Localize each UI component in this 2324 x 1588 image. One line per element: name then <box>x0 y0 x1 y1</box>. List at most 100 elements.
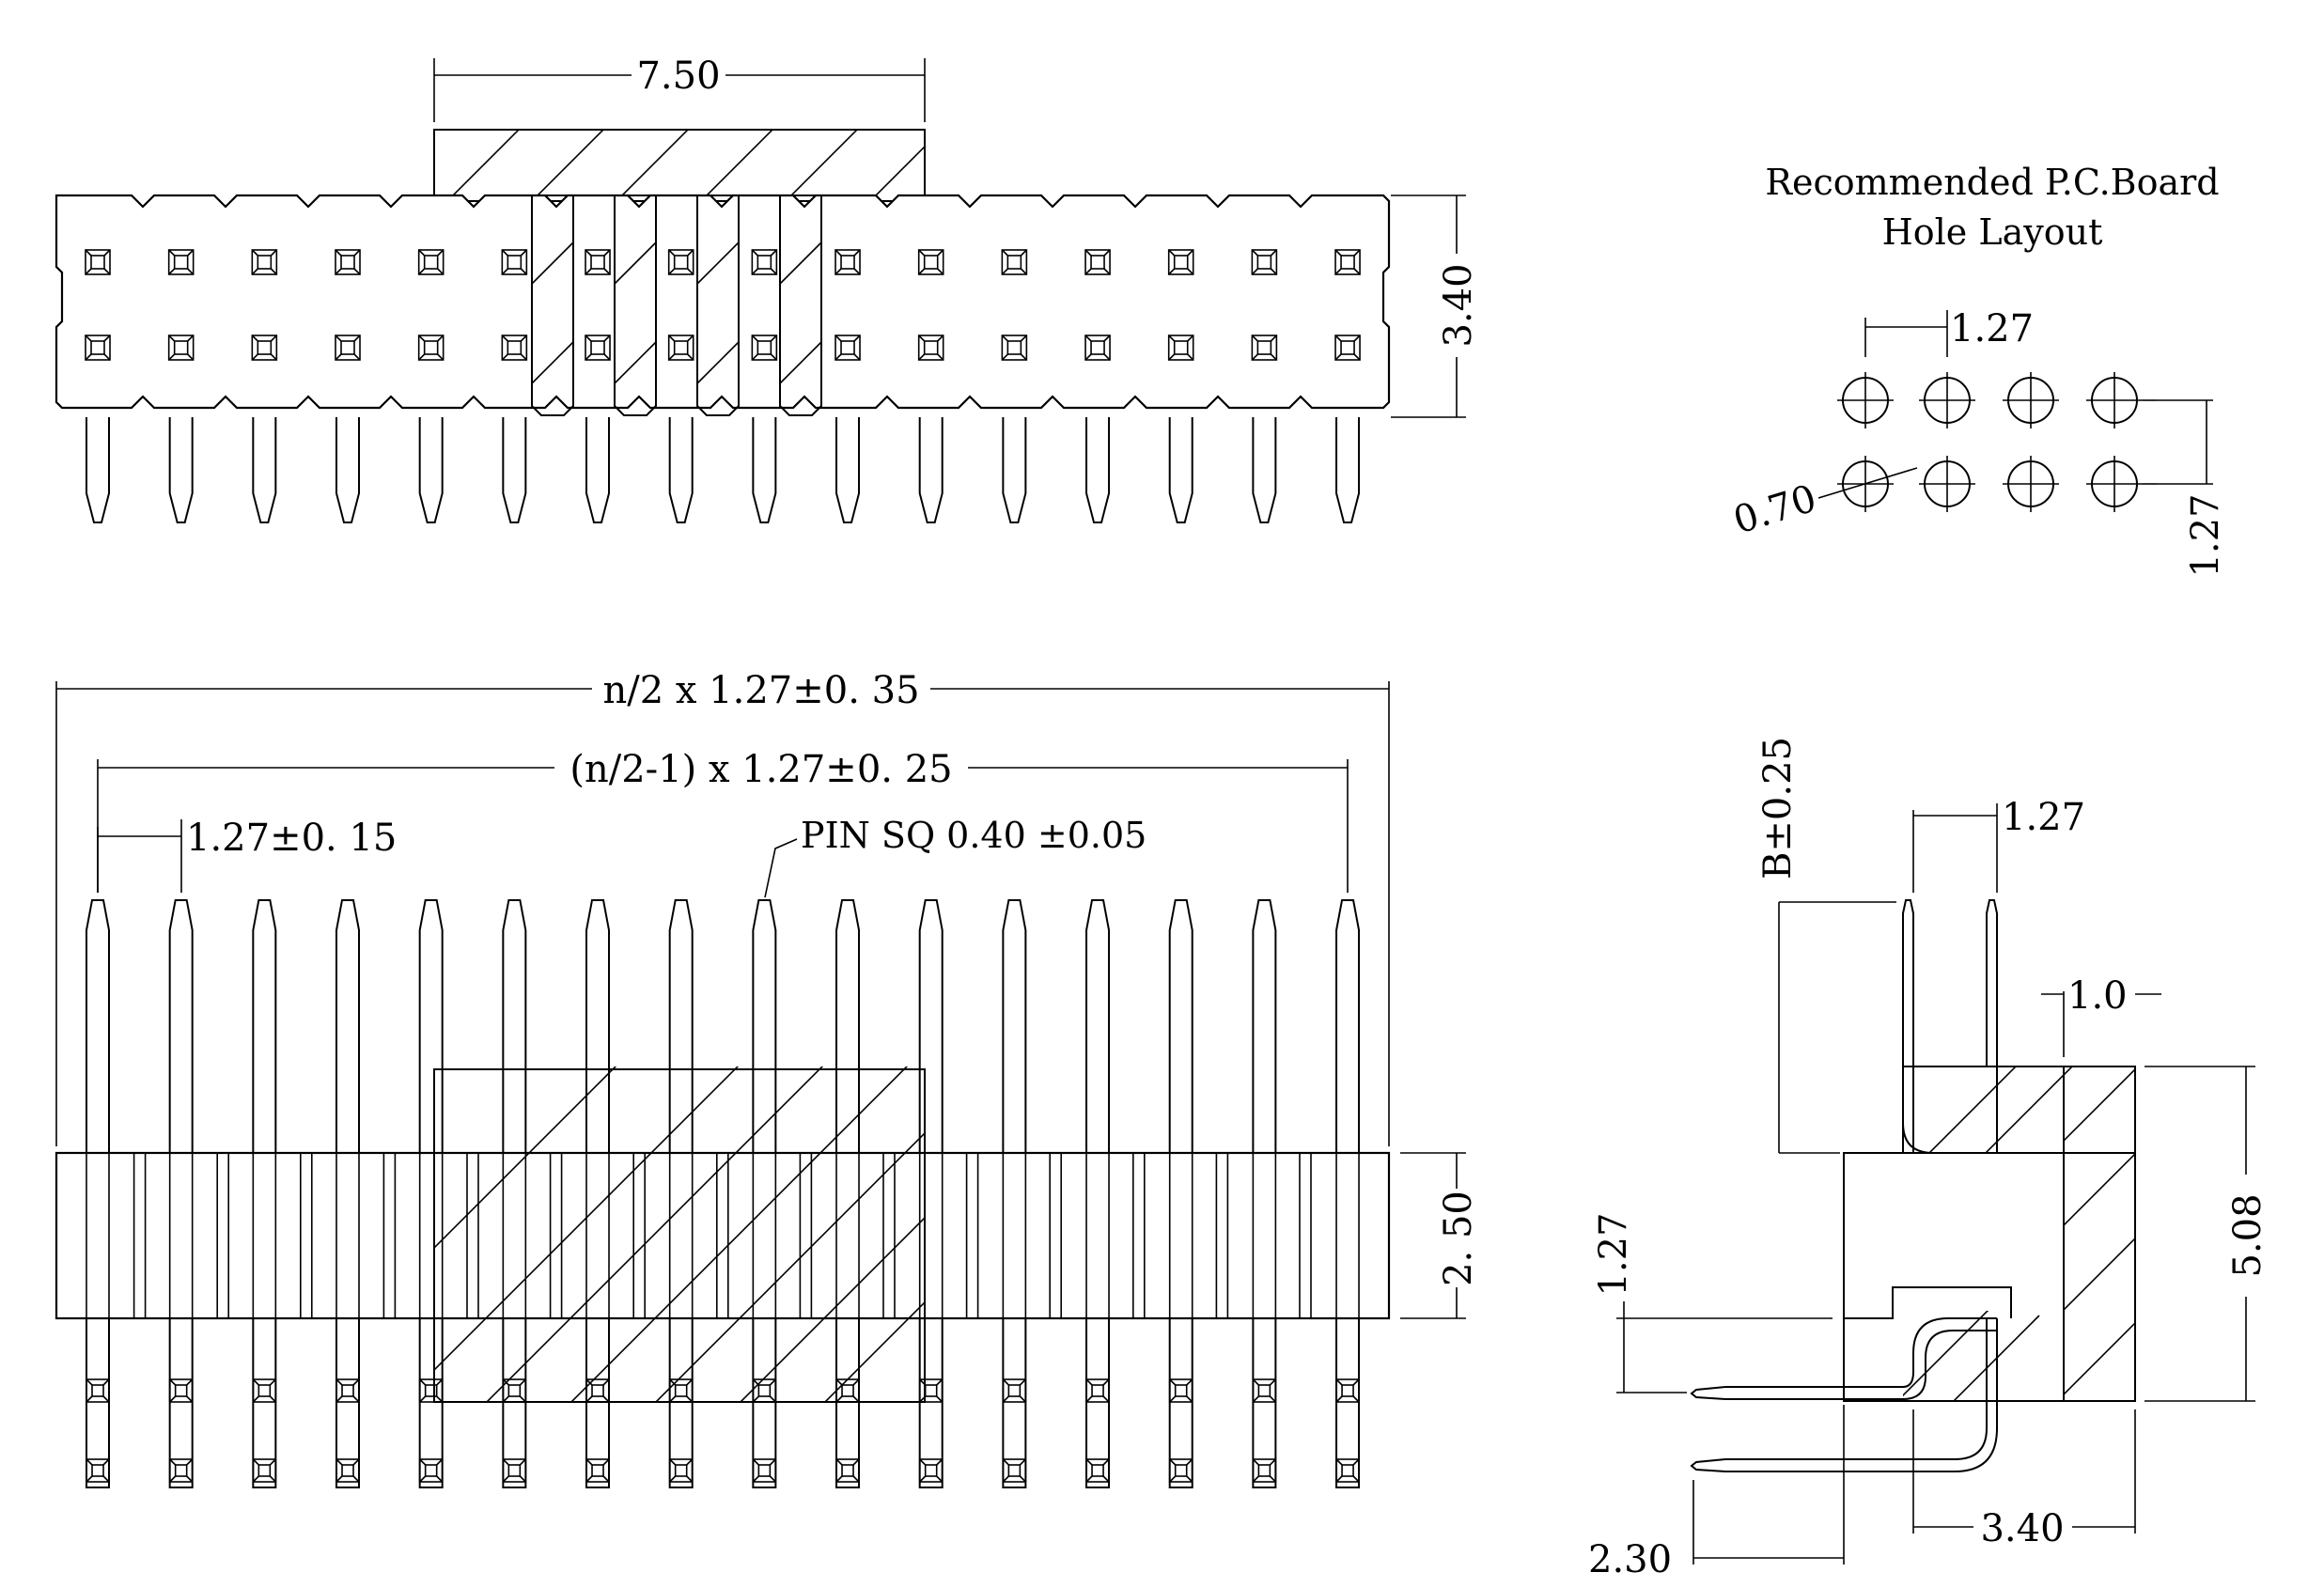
dim-pitch-front: 1.27±0. 15 <box>97 817 397 893</box>
pcb-hole-1-2 <box>2003 456 2059 512</box>
top-pin-3 <box>335 417 361 523</box>
top-pin-5 <box>502 417 527 523</box>
top-contact-1-14 <box>1251 335 1278 361</box>
front-lower-pin-0 <box>86 1317 110 1488</box>
front-upper-pins <box>86 899 1361 1153</box>
top-contact-0-10 <box>917 249 944 275</box>
dim-window-width: 7.50 <box>433 54 926 122</box>
top-contact-1-2 <box>251 335 278 361</box>
pcb-layout: Recommended P.C.Board Hole Layout 1.27 1… <box>1728 162 2227 578</box>
top-contact-0-5 <box>501 249 528 275</box>
front-upper-pin-0 <box>86 899 110 1153</box>
side-pin-right <box>1986 899 1998 1153</box>
top-contact-1-3 <box>335 335 361 361</box>
top-contact-1-7 <box>667 335 694 361</box>
front-upper-pin-8 <box>752 899 777 1153</box>
front-window-hatch <box>434 1066 925 1401</box>
top-contact-0-12 <box>1084 249 1111 275</box>
side-bent-pin-lower <box>1725 1318 1998 1472</box>
pcb-hole-1-3 <box>2086 456 2143 512</box>
top-pin-10 <box>918 417 944 523</box>
pcb-hole-0-0 <box>1837 372 1894 428</box>
top-contact-1-4 <box>417 335 445 361</box>
front-body <box>55 1151 1391 1320</box>
dim-pitch-total: (n/2-1) x 1.27±0. 25 <box>97 748 1349 893</box>
top-pin-6 <box>585 417 611 523</box>
front-upper-pin-15 <box>1335 899 1361 1153</box>
side-dim-wall: 1.0 <box>2067 974 2128 1018</box>
pcb-hole-1-1 <box>1919 456 1975 512</box>
front-upper-pin-1 <box>168 899 194 1153</box>
front-lower-pin-3 <box>335 1317 361 1488</box>
top-pin-4 <box>418 417 444 523</box>
side-view: B±0.25 1.27 1.0 5.08 1.27 3.40 2.30 <box>1588 737 2269 1581</box>
top-body <box>55 194 1391 410</box>
dim-pitch-front-label: 1.27±0. 15 <box>186 817 397 860</box>
pcb-hole-0-2 <box>2003 372 2059 428</box>
top-window-hatch <box>445 130 925 201</box>
pcb-title-line1: Recommended P.C.Board <box>1765 162 2219 203</box>
side-body <box>1843 1152 2136 1402</box>
top-contact-1-0 <box>85 335 111 361</box>
top-pin-15 <box>1335 417 1361 523</box>
top-pin-0 <box>86 417 110 523</box>
front-upper-pin-10 <box>918 899 944 1153</box>
pcb-hole-0-1 <box>1919 372 1975 428</box>
top-contact-0-2 <box>251 249 278 275</box>
top-contact-1-13 <box>1167 335 1194 361</box>
top-contact-0-7 <box>667 249 694 275</box>
top-contact-0-6 <box>585 249 611 275</box>
front-lower-pin-14 <box>1252 1317 1277 1488</box>
front-view: n/2 x 1.27±0. 35 (n/2-1) x 1.27±0. 25 1.… <box>55 669 1480 1488</box>
top-contact-1-11 <box>1001 335 1028 361</box>
top-contact-1-1 <box>167 335 195 361</box>
front-upper-pin-12 <box>1085 899 1111 1153</box>
top-contact-1-5 <box>501 335 528 361</box>
top-contact-0-3 <box>335 249 361 275</box>
dim-overall: n/2 x 1.27±0. 35 <box>55 669 1390 1146</box>
dim-overall-label: n/2 x 1.27±0. 35 <box>602 669 919 712</box>
side-dim-tail: 2.30 <box>1588 1538 1672 1581</box>
front-body-lines <box>86 1153 1360 1318</box>
side-dim-pitch: 1.27 <box>2002 796 2085 839</box>
top-contacts <box>85 249 1361 361</box>
top-contact-0-0 <box>85 249 111 275</box>
side-pin-left <box>1902 899 1914 1153</box>
top-contact-0-8 <box>751 249 778 275</box>
side-dim-height: 5.08 <box>2226 1193 2269 1277</box>
top-contact-1-12 <box>1084 335 1111 361</box>
dim-body-height-label: 2. 50 <box>1437 1191 1480 1286</box>
top-contact-0-13 <box>1167 249 1194 275</box>
front-upper-pin-13 <box>1168 899 1193 1153</box>
top-contact-1-8 <box>751 335 778 361</box>
side-bent-pin-upper <box>1725 1317 1997 1388</box>
top-contact-0-4 <box>417 249 445 275</box>
top-pin-13 <box>1168 417 1193 523</box>
front-upper-pin-11 <box>1002 899 1027 1153</box>
pcb-dim-hole: 0.70 <box>1728 477 1821 543</box>
front-window <box>433 1068 926 1403</box>
dim-height-top: 3.40 <box>1391 195 1480 418</box>
front-lower-pin-11 <box>1002 1317 1027 1488</box>
side-dim-body: 3.40 <box>1980 1507 2064 1550</box>
side-dim-offset: 1.27 <box>1592 1212 1635 1296</box>
top-pin-7 <box>668 417 694 523</box>
front-upper-pin-14 <box>1252 899 1277 1153</box>
top-contact-0-9 <box>834 249 861 275</box>
top-latches <box>531 195 822 416</box>
top-pin-8 <box>752 417 777 523</box>
top-pin-11 <box>1002 417 1027 523</box>
pcb-dim-pitch-y: 1.27 <box>2184 493 2227 577</box>
top-view: 7.50 3.40 <box>55 54 1480 523</box>
top-contact-1-6 <box>585 335 611 361</box>
front-upper-pin-5 <box>502 899 527 1153</box>
side-upper-housing <box>1902 1066 2136 1154</box>
top-pin-1 <box>168 417 194 523</box>
top-pin-14 <box>1252 417 1277 523</box>
front-upper-pin-9 <box>835 899 861 1153</box>
top-contact-1-10 <box>917 335 944 361</box>
front-lower-pin-2 <box>252 1317 277 1488</box>
pcb-dim-pitch-x: 1.27 <box>1950 307 2034 350</box>
dim-pitch-total-label: (n/2-1) x 1.27±0. 25 <box>569 748 952 791</box>
